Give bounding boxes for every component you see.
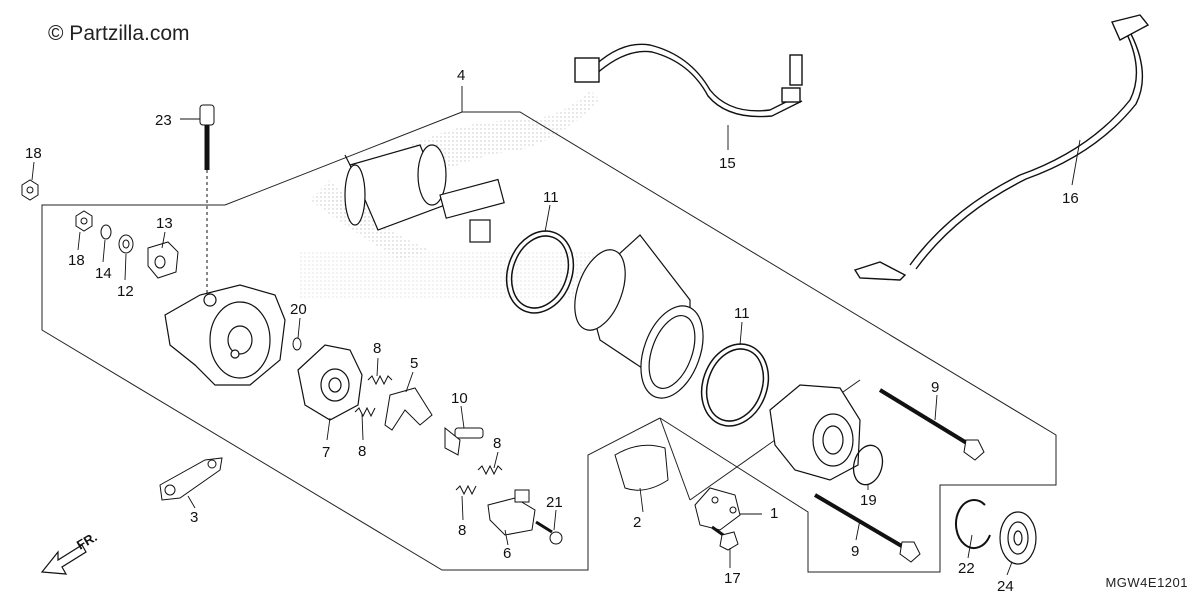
part-16-cable [853, 14, 1150, 281]
callout-17: 17 [724, 570, 741, 587]
callout-20: 20 [290, 301, 307, 318]
part-8-spring-a [367, 374, 393, 386]
armature [344, 144, 505, 243]
part-8-spring-d [455, 484, 477, 496]
callout-8d: 8 [458, 522, 466, 539]
part-17-bolt [711, 525, 739, 551]
part-18-nut [21, 179, 39, 201]
callout-8c: 8 [493, 435, 501, 452]
callout-18a: 18 [25, 145, 42, 162]
callout-8b: 8 [358, 443, 366, 460]
starter-rear-cover [164, 284, 286, 386]
callout-15: 15 [719, 155, 736, 172]
callout-21: 21 [546, 494, 563, 511]
part-13-insulator [147, 241, 179, 279]
part-6-brush-plate [487, 489, 536, 536]
callout-5: 5 [410, 355, 418, 372]
callout-19: 19 [860, 492, 877, 509]
callout-3: 3 [190, 509, 198, 526]
callout-18b: 18 [68, 252, 85, 269]
callout-16: 16 [1062, 190, 1079, 207]
callout-6: 6 [503, 545, 511, 562]
part-1-plate [694, 487, 741, 531]
callout-9a: 9 [931, 379, 939, 396]
part-12-bushing [118, 234, 134, 254]
starter-front-cover [769, 384, 861, 481]
part-14-washer [100, 224, 112, 240]
part-24-bearing [999, 511, 1037, 565]
motor-yoke [574, 234, 704, 399]
part-11-o-ring-a [505, 230, 575, 314]
front-direction-arrow-icon: FR. [40, 529, 100, 575]
part-11-o-ring-b [700, 343, 770, 427]
callout-9b: 9 [851, 543, 859, 560]
callout-23: 23 [155, 112, 172, 129]
part-23-bolt [199, 104, 215, 300]
callout-22: 22 [958, 560, 975, 577]
part-21-screw [535, 520, 563, 545]
diagram-code: MGW4E1201 [1105, 575, 1188, 590]
part-9-bolt-a [878, 388, 985, 461]
part-5-terminal [384, 387, 433, 431]
watermark-text: © Partzilla.com [48, 22, 190, 45]
part-20-washer [292, 337, 302, 351]
part-19-o-ring [852, 444, 884, 486]
part-22-snap-ring [955, 499, 991, 549]
part-2-insulator [614, 444, 669, 491]
callout-11a: 11 [543, 189, 559, 206]
part-10-terminal-bolt [444, 426, 484, 456]
part-18-nut-b [75, 210, 93, 232]
callout-11b: 11 [734, 305, 750, 322]
part-8-spring-c [477, 464, 503, 476]
callout-2: 2 [633, 514, 641, 531]
callout-4: 4 [457, 67, 465, 84]
leader-lines [31, 118, 1081, 576]
callout-14: 14 [95, 265, 112, 282]
callout-1: 1 [770, 505, 778, 522]
part-15-cable [574, 43, 803, 118]
callout-10: 10 [451, 390, 468, 407]
callout-7: 7 [322, 444, 330, 461]
callout-8a: 8 [373, 340, 381, 357]
part-8-spring-b [354, 406, 376, 418]
part-7-brush-holder [297, 344, 363, 421]
callout-13: 13 [156, 215, 173, 232]
part-3-link [159, 457, 223, 501]
callout-24: 24 [997, 578, 1014, 595]
callout-labels: 1 2 3 4 5 6 7 8 8 8 8 9 9 10 11 11 12 13… [25, 67, 1079, 595]
callout-12: 12 [117, 283, 134, 300]
